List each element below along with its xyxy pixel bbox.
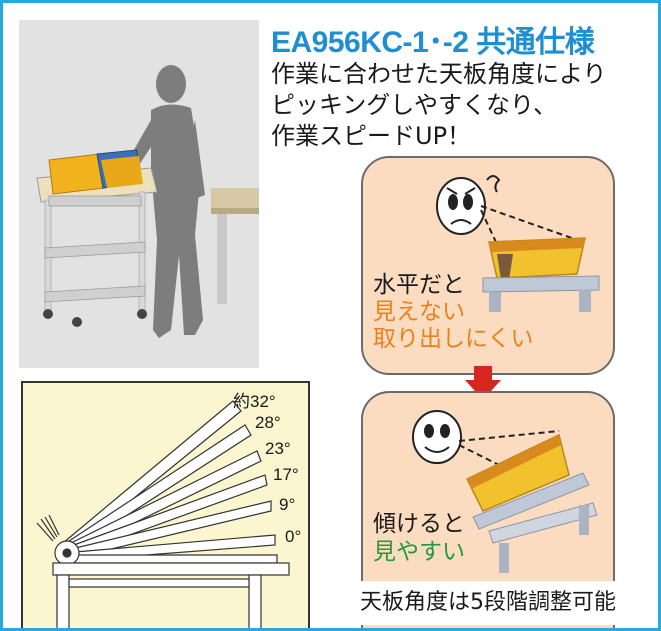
- flat-caption-line: 取り出しにくい: [373, 326, 534, 352]
- angle-label: 28°: [255, 413, 281, 432]
- spec-description: 作業に合わせた天板角度により ピッキングしやすくなり、 作業スピードUP！: [271, 59, 607, 152]
- sad-face-icon: [436, 175, 501, 235]
- down-arrow-icon: [465, 366, 501, 400]
- angle-fan-drawing: [36, 400, 290, 628]
- tilted-caption-line: 見やすい: [373, 539, 465, 565]
- flat-comparison-panel: 水平だと 見えない 取り出しにくい: [361, 156, 615, 375]
- flat-caption-line: 見えない: [373, 299, 465, 325]
- flat-tray-illustration: [436, 175, 600, 312]
- angle-diagram: 約32° 28° 23° 17° 9° 0°: [21, 381, 310, 628]
- angle-label: 約32°: [233, 392, 276, 411]
- happy-face-icon: [412, 410, 462, 464]
- spec-headline: EA956KC-1･-2 共通仕様: [271, 26, 595, 59]
- tilted-caption-line: 傾けると: [373, 511, 465, 537]
- angle-adjust-caption: 天板角度は5段階調整可能: [321, 581, 655, 625]
- cart-with-worker-illustration: [36, 65, 259, 338]
- angle-label: 9°: [279, 495, 296, 514]
- description-line: 作業に合わせた天板角度により: [271, 60, 607, 88]
- angle-label: 17°: [273, 465, 299, 484]
- angle-label: 23°: [265, 439, 291, 458]
- description-line: ピッキングしやすくなり、: [271, 91, 558, 119]
- description-line: 作業スピードUP！: [271, 122, 472, 150]
- tilted-tray-illustration: [412, 410, 598, 573]
- flat-caption-line: 水平だと: [373, 272, 465, 298]
- product-photo: [19, 20, 259, 368]
- angle-label: 0°: [285, 527, 302, 546]
